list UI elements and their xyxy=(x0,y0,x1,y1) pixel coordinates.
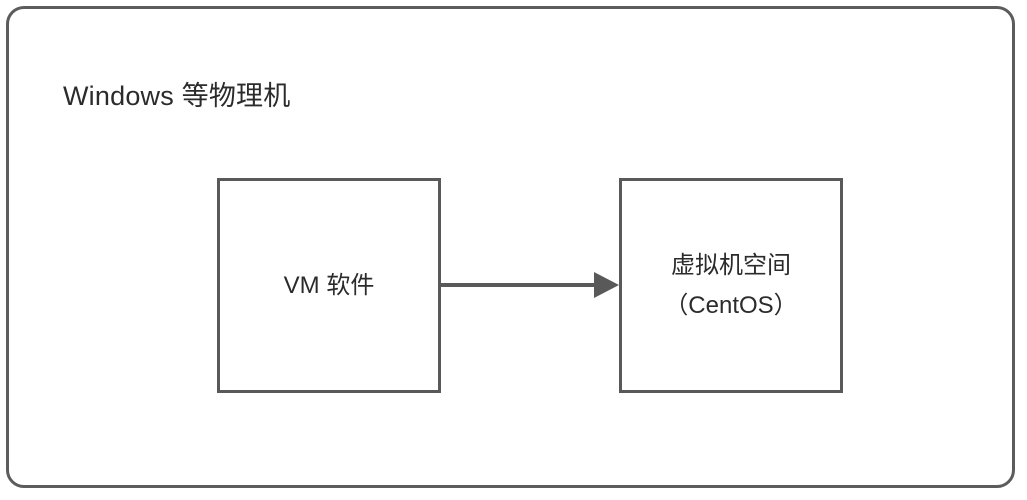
node-vm-software-label: VM 软件 xyxy=(283,271,375,299)
node-vm-software[interactable]: VM 软件 xyxy=(217,178,441,393)
arrowhead-icon xyxy=(594,272,619,298)
node-guest-space-label-primary: 虚拟机空间 xyxy=(671,251,791,279)
host-machine-container: Windows 等物理机 VM 软件 虚拟机空间 （CentOS） xyxy=(6,6,1015,488)
host-machine-title: Windows 等物理机 xyxy=(63,81,291,111)
connector-arrow-vm-to-guest xyxy=(440,272,619,298)
node-guest-space-label-secondary: （CentOS） xyxy=(664,291,798,319)
node-guest-space[interactable]: 虚拟机空间 （CentOS） xyxy=(619,178,843,393)
